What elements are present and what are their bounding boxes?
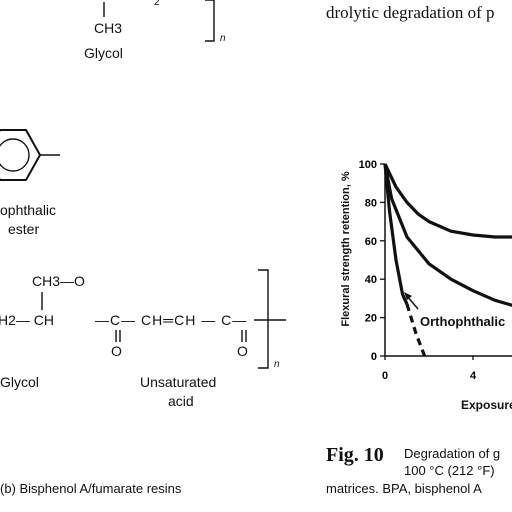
caption-line-1: Degradation of g — [404, 446, 501, 461]
glycol-label-a: Glycol — [84, 45, 123, 61]
y-tick-label: 0 — [371, 351, 377, 363]
bracket-b — [258, 269, 269, 369]
benzene-inner-circle — [0, 138, 30, 172]
ester-label-line2: ester — [8, 221, 40, 237]
y-tick-label: 60 — [365, 236, 377, 248]
ester-label-line1: ophthalic — [0, 202, 57, 218]
oxygen-1: O — [111, 343, 122, 359]
y-tick-label: 80 — [365, 197, 377, 209]
glycol-label-b: Glycol — [0, 374, 39, 390]
structure-caption: (b) Bisphenol A/fumarate resins — [0, 481, 182, 496]
x-axis-label: Exposure — [461, 398, 512, 412]
ch3o-group: CH3—O — [32, 273, 85, 289]
superscript-2: 2 — [154, 0, 160, 8]
y-tick-label: 40 — [365, 274, 377, 286]
repeat-n-a: n — [220, 33, 226, 44]
x-tick-label: 4 — [470, 370, 477, 382]
acid-label-line2: acid — [168, 393, 194, 409]
repeat-n-b: n — [274, 359, 280, 370]
benzene-ring — [0, 129, 42, 181]
y-axis-label: Flexural strength retention, % — [340, 171, 352, 327]
x-tick-label: 0 — [382, 370, 388, 382]
orthophthalic-annotation: Orthophthalic — [420, 314, 506, 329]
caption-line-2: 100 °C (212 °F) — [404, 463, 495, 478]
y-tick-label: 100 — [359, 159, 377, 171]
unsaturated-chain: —C— CH═CH — C— — [95, 312, 248, 328]
series-line-1 — [383, 163, 512, 239]
annotation-arrow-head — [404, 292, 412, 300]
series-line-3 — [383, 163, 409, 305]
glycol-fragment: H2— CH — [0, 312, 55, 328]
oxygen-2: O — [237, 343, 248, 359]
methyl-group-a: CH3 — [94, 20, 122, 36]
acid-label-line1: Unsaturated — [140, 374, 217, 390]
series-line-4 — [405, 303, 427, 357]
methyl-label: CH3 — [94, 20, 123, 36]
bracket-a — [205, 0, 215, 42]
y-tick-label: 20 — [365, 313, 377, 325]
caption-line-3: matrices. BPA, bisphenol A — [326, 481, 482, 496]
series-line-2 — [383, 163, 512, 307]
body-text-fragment: drolytic degradation of p — [326, 3, 495, 22]
figure-number: Fig. 10 — [326, 444, 384, 466]
